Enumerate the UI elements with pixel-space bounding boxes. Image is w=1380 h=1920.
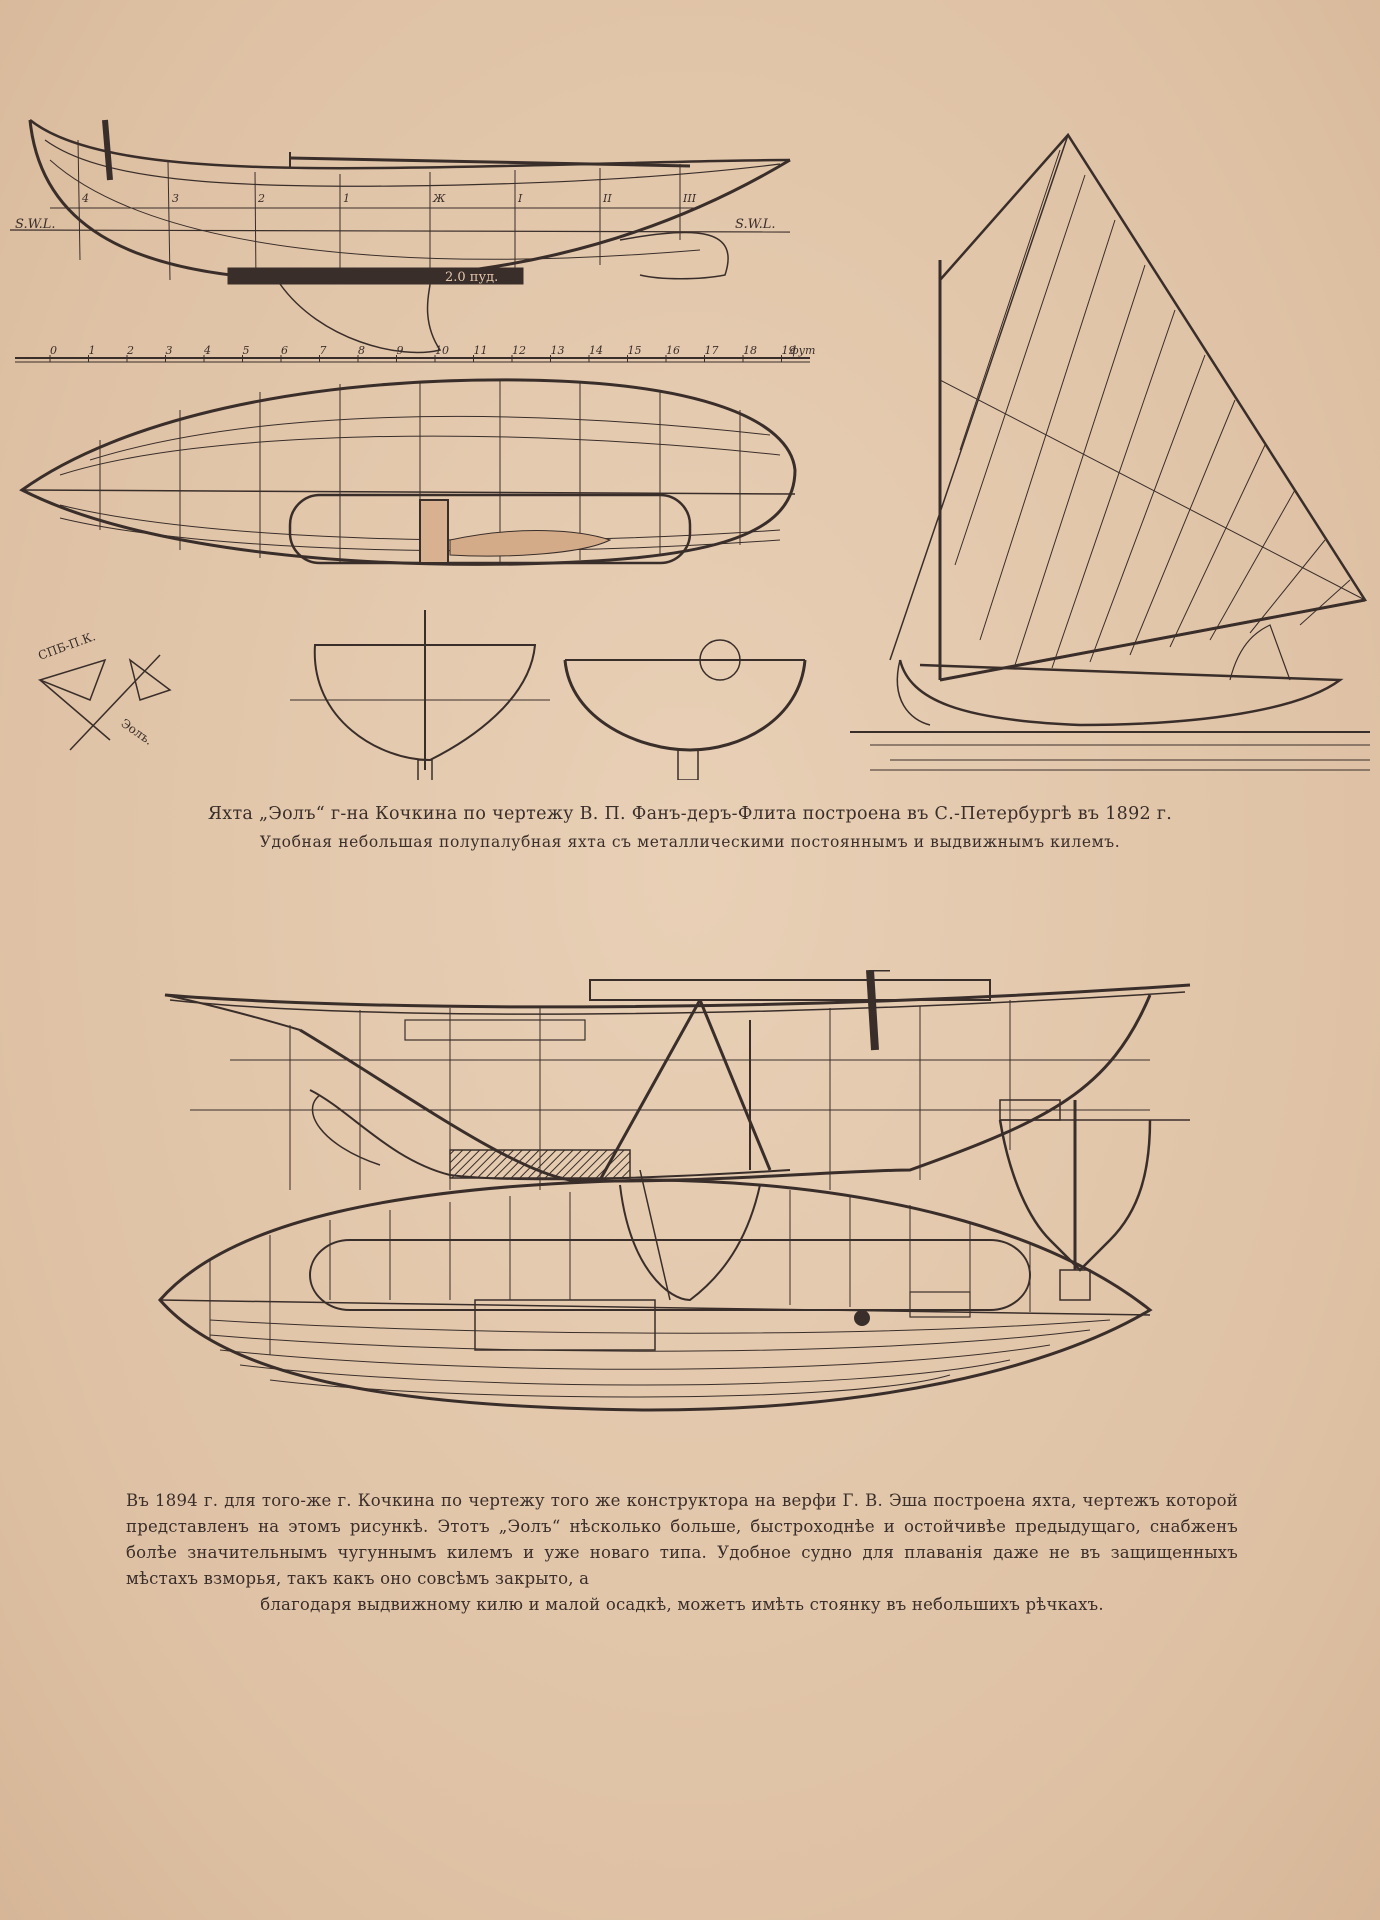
scale-tick-label: 3 bbox=[166, 344, 173, 357]
paragraph-last-line: благодаря выдвижному килю и малой осадкѣ… bbox=[260, 1595, 1104, 1614]
sail-plan-drawing bbox=[850, 132, 1370, 771]
scale-tick-label: 13 bbox=[551, 344, 565, 357]
scale-tick-label: 9 bbox=[397, 344, 404, 357]
waterline-label-left: S.W.L. bbox=[15, 217, 56, 232]
scale-unit-label: фут bbox=[790, 344, 815, 357]
scale-tick-label: 5 bbox=[243, 344, 250, 357]
scale-tick-label: 8 bbox=[358, 344, 365, 357]
scale-tick-label: 12 bbox=[512, 344, 526, 357]
scale-tick-label: 18 bbox=[743, 344, 757, 357]
station-label: Ж bbox=[432, 192, 446, 205]
paragraph-text: Въ 1894 г. для того-же г. Кочкина по чер… bbox=[126, 1491, 1238, 1588]
scale-tick-label: 7 bbox=[320, 344, 327, 357]
keel-weight-label: 2.0 пуд. bbox=[445, 270, 498, 285]
scale-tick-label: 15 bbox=[628, 344, 642, 357]
station-label: III bbox=[682, 192, 697, 205]
caption-line-1: Яхта „Эолъ“ г-на Кочкина по чертежу В. П… bbox=[207, 804, 1173, 824]
scale-tick-label: 19 bbox=[782, 344, 796, 357]
description-paragraph: Въ 1894 г. для того-же г. Кочкина по чер… bbox=[126, 1488, 1238, 1618]
scale-tick-label: 6 bbox=[281, 344, 288, 357]
station-label: 2 bbox=[257, 192, 265, 205]
scale-tick-label: 11 bbox=[474, 344, 488, 357]
scale-tick-label: 1 bbox=[89, 344, 96, 357]
caption-line-2: Удобная небольшая полупалубная яхта съ м… bbox=[259, 833, 1121, 851]
scale-tick-label: 14 bbox=[589, 344, 603, 357]
station-label: II bbox=[602, 192, 612, 205]
scale-tick-label: 4 bbox=[203, 344, 211, 357]
flag-inscription-2: Эолъ. bbox=[118, 716, 155, 748]
yacht-1894-drawing bbox=[158, 970, 1191, 1412]
station-label: 3 bbox=[172, 192, 179, 205]
flag-inscription-1: СПБ-П.К. bbox=[36, 629, 97, 663]
scale-tick-label: 0 bbox=[50, 344, 57, 357]
caption-1892-yacht: Яхта „Эолъ“ г-на Кочкина по чертежу В. П… bbox=[0, 800, 1380, 856]
station-label: 1 bbox=[343, 192, 350, 205]
scale-tick-label: 16 bbox=[666, 344, 680, 357]
waterline-label-right: S.W.L. bbox=[735, 217, 776, 232]
station-label: 4 bbox=[81, 192, 89, 205]
scale-tick-label: 17 bbox=[705, 344, 719, 357]
scale-tick-label: 10 bbox=[435, 344, 449, 357]
station-label: I bbox=[517, 192, 523, 205]
yacht-1892-drawing: S.W.L. S.W.L. 2.0 пуд. 4 3 2 1 Ж I II II… bbox=[9, 119, 815, 780]
scale-tick-label: 2 bbox=[126, 344, 134, 357]
